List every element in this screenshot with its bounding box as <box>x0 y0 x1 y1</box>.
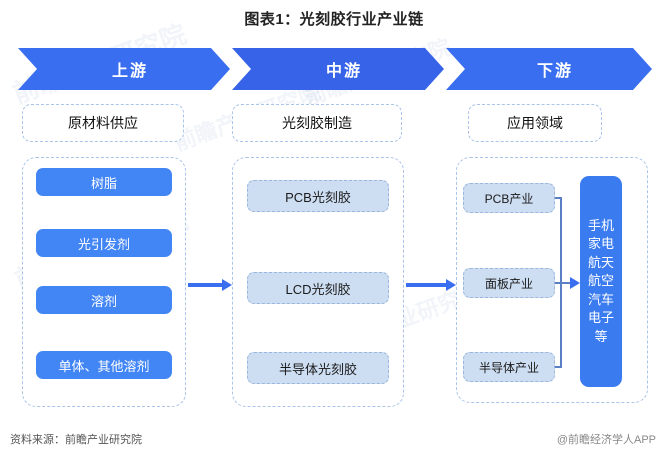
upstream-item-monomer-other: 单体、其他溶剂 <box>36 351 172 379</box>
column-header-downstream: 应用领域 <box>468 104 602 142</box>
downstream-item-semiconductor-industry: 半导体产业 <box>463 352 555 382</box>
application-fields-box: 手机 家电 航天 航空 汽车 电子 等 <box>580 176 622 387</box>
application-field-home-appliance: 家电 <box>587 236 614 252</box>
midstream-item-semiconductor-photoresist: 半导体光刻胶 <box>247 352 389 384</box>
downstream-item-panel-industry: 面板产业 <box>463 268 555 298</box>
column-header-midstream: 光刻胶制造 <box>232 104 402 142</box>
bracket-line-panel <box>555 282 572 284</box>
downstream-item-pcb-industry: PCB产业 <box>463 183 555 213</box>
application-field-aviation: 航空 <box>587 273 614 289</box>
upstream-item-photoinitiator: 光引发剂 <box>36 229 172 257</box>
arrow-head-icon <box>570 277 580 289</box>
stage-banner-downstream: 下游 <box>446 48 652 90</box>
application-field-automobile: 汽车 <box>587 291 614 307</box>
stage-banner-midstream: 中游 <box>232 48 444 90</box>
application-field-etc: 等 <box>594 328 608 344</box>
arrow-midstream-to-downstream <box>406 279 456 291</box>
arrow-upstream-to-midstream <box>188 279 232 291</box>
bracket-line-semiconductor <box>555 366 562 368</box>
midstream-item-lcd-photoresist: LCD光刻胶 <box>247 272 389 304</box>
column-header-upstream: 原材料供应 <box>22 104 184 142</box>
stage-band: 上游 中游 下游 <box>18 48 652 90</box>
upstream-item-resin: 树脂 <box>36 168 172 196</box>
arrow-shaft <box>188 283 222 287</box>
stage-banner-midstream-label: 中游 <box>325 63 362 80</box>
application-field-electronics: 电子 <box>587 310 614 326</box>
application-field-aerospace: 航天 <box>587 254 614 270</box>
arrow-shaft <box>406 283 446 287</box>
arrow-head-icon <box>222 279 232 291</box>
stage-banner-upstream: 上游 <box>18 48 230 90</box>
arrow-head-icon <box>446 279 456 291</box>
source-note: 资料来源：前瞻产业研究院 <box>10 434 142 446</box>
stage-banner-downstream-label: 下游 <box>536 63 573 80</box>
page-title: 图表1：光刻胶行业产业链 <box>244 11 424 28</box>
application-field-mobile: 手机 <box>587 217 614 233</box>
upstream-item-solvent: 溶剂 <box>36 286 172 314</box>
stage-banner-upstream-label: 上游 <box>111 63 148 80</box>
credit-note: @前瞻经济学人APP <box>556 434 656 446</box>
bracket-line-pcb <box>555 197 562 199</box>
midstream-item-pcb-photoresist: PCB光刻胶 <box>247 180 389 212</box>
